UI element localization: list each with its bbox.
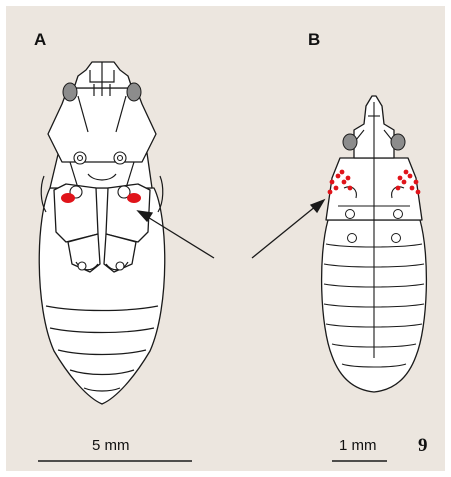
- pointer-arrows: [138, 200, 324, 258]
- scale-bar-b-label: 1 mm: [339, 437, 377, 454]
- specimen-a: [39, 62, 165, 404]
- specimen-a-red-spot-right: [127, 193, 141, 203]
- specimen-a-eye-left: [63, 83, 77, 101]
- specimen-a-head: [74, 62, 132, 88]
- figure-number: 9: [418, 435, 428, 457]
- figure-panel: A B: [6, 6, 445, 471]
- specimen-b-eye-left: [343, 134, 357, 150]
- diagram-canvas: [6, 6, 445, 471]
- specimen-a-prothorax: [48, 88, 156, 162]
- scale-bar-a-label: 5 mm: [92, 437, 130, 454]
- arrow-to-b: [252, 206, 316, 258]
- specimen-a-red-spot-left: [61, 193, 75, 203]
- specimen-a-eye-right: [127, 83, 141, 101]
- specimen-b-eye-right: [391, 134, 405, 150]
